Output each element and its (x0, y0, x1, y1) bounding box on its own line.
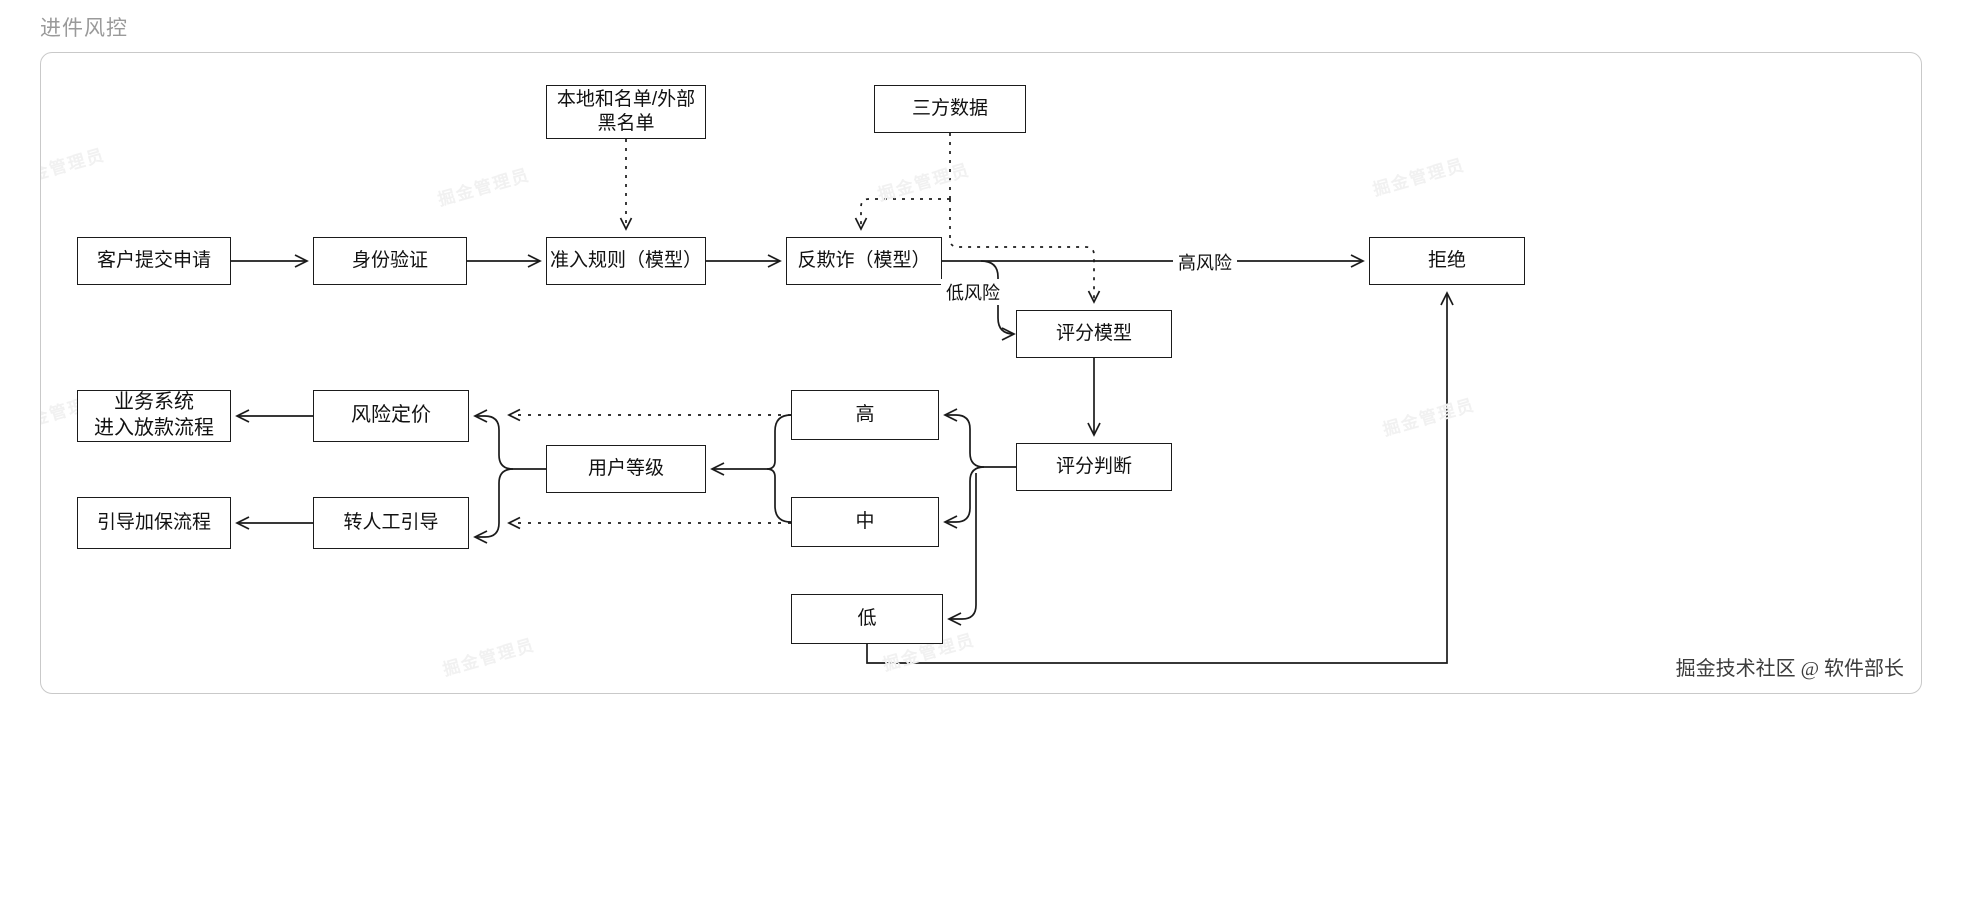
page-title: 进件风控 (40, 17, 128, 40)
node-insurance-guide[interactable]: 引导加保流程 (77, 497, 231, 549)
node-score-model[interactable]: 评分模型 (1016, 310, 1172, 358)
node-customer-apply[interactable]: 客户提交申请 (77, 237, 231, 285)
node-level-high[interactable]: 高 (791, 390, 939, 440)
node-user-level[interactable]: 用户等级 (546, 445, 706, 493)
node-third-party-data[interactable]: 三方数据 (874, 85, 1026, 133)
node-business-system[interactable]: 业务系统 进入放款流程 (77, 390, 231, 442)
node-manual-guide[interactable]: 转人工引导 (313, 497, 469, 549)
node-level-mid[interactable]: 中 (791, 497, 939, 547)
edge-label-low-risk: 低风险 (941, 279, 1005, 305)
flowchart-canvas: 掘金管理员 掘金管理员 掘金管理员 掘金管理员 掘金管理员 掘金管理员 掘金管理… (40, 52, 1922, 694)
node-reject[interactable]: 拒绝 (1369, 237, 1525, 285)
credit-text: 掘金技术社区 @ 软件部长 (1675, 658, 1904, 680)
node-identity-verify[interactable]: 身份验证 (313, 237, 467, 285)
node-blacklist-source[interactable]: 本地和名单/外部黑名单 (546, 85, 706, 139)
edges-layer (231, 133, 1454, 664)
node-risk-pricing[interactable]: 风险定价 (313, 390, 469, 442)
node-score-judge[interactable]: 评分判断 (1016, 443, 1172, 491)
node-anti-fraud[interactable]: 反欺诈（模型） (786, 237, 942, 285)
node-admission-rule[interactable]: 准入规则（模型） (546, 237, 706, 285)
edge-label-high-risk: 高风险 (1173, 249, 1237, 275)
node-level-low[interactable]: 低 (791, 594, 943, 644)
